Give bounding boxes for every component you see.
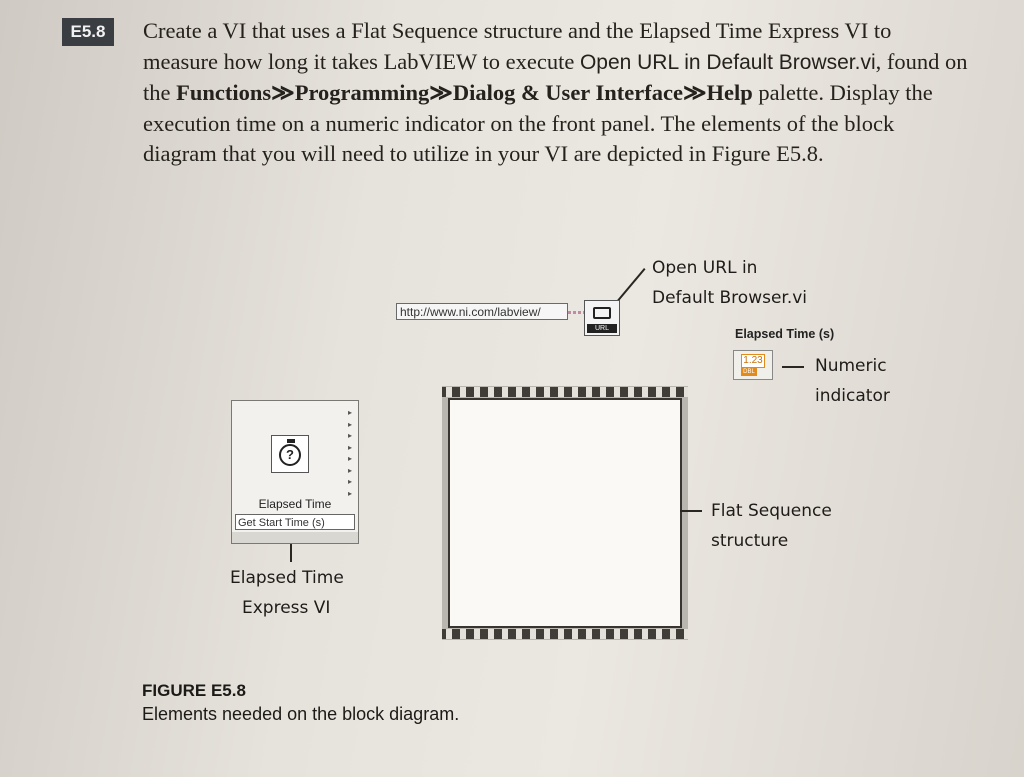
express-vi-terminal: Get Start Time (s)	[235, 514, 355, 530]
exercise-text-part-3: palette. Display the execution time on a…	[143, 80, 933, 166]
openurl-label-line1: Open URL in	[652, 258, 758, 278]
exercise-text: Create a VI that uses a Flat Sequence st…	[143, 16, 968, 170]
express-leader-line	[290, 544, 292, 562]
indicator-type: DBL	[741, 368, 757, 376]
stopwatch-crown	[287, 439, 295, 443]
exercise-text-part-1: Create a VI that uses a Flat Sequence st…	[143, 18, 892, 74]
numeric-indicator-terminal: 1.23 DBL	[733, 350, 773, 380]
indicator-label-line1: Numeric	[815, 356, 887, 376]
openurl-label: Open URL in Default Browser.vi	[652, 253, 807, 313]
express-vi-expander	[232, 532, 358, 543]
palette-path: Functions≫Programming≫Dialog & User Inte…	[176, 80, 753, 105]
vi-name: Open URL in Default Browser.vi	[579, 50, 876, 74]
express-label: Elapsed Time Express VI	[230, 563, 344, 623]
express-vi-title: Elapsed Time	[258, 497, 332, 511]
exercise-number-badge: E5.8	[62, 18, 114, 46]
flat-sequence-structure	[442, 386, 688, 640]
url-wire	[568, 311, 584, 314]
figure-caption: FIGURE E5.8 Elements needed on the block…	[142, 680, 459, 726]
film-strip-top	[442, 387, 688, 397]
flatseq-leader-line	[680, 510, 702, 512]
stopwatch-face: ?	[279, 444, 301, 466]
openurl-label-line2: Default Browser.vi	[652, 288, 808, 308]
express-label-line1: Elapsed Time	[230, 568, 344, 588]
film-strip-bottom	[442, 629, 688, 639]
express-label-line2: Express VI	[242, 598, 331, 618]
folder-icon	[593, 307, 611, 319]
indicator-title: Elapsed Time (s)	[735, 327, 835, 341]
flat-sequence-frame	[448, 398, 682, 628]
caption-text: Elements needed on the block diagram.	[142, 704, 460, 724]
indicator-value: 1.23	[741, 354, 765, 368]
url-string-constant: http://www.ni.com/labview/	[396, 303, 568, 320]
exercise-text-part-2: , found on the	[143, 48, 968, 106]
indicator-leader-line	[782, 366, 804, 368]
flatseq-label-line1: Flat Sequence	[711, 501, 832, 521]
flatseq-label-line2: structure	[711, 531, 789, 551]
terminal-arrows: ▸▸▸▸▸▸▸▸	[348, 408, 353, 498]
flatseq-label: Flat Sequence structure	[711, 496, 832, 556]
url-tag: URL	[587, 324, 617, 333]
indicator-label: Numeric indicator	[815, 351, 890, 411]
open-url-vi-icon: URL	[584, 300, 620, 336]
caption-title: FIGURE E5.8	[142, 681, 246, 700]
elapsed-time-express-vi: ▸▸▸▸▸▸▸▸ ? Elapsed Time Get Start Time (…	[231, 400, 359, 544]
indicator-label-line2: indicator	[815, 386, 890, 406]
stopwatch-icon: ?	[271, 435, 309, 473]
